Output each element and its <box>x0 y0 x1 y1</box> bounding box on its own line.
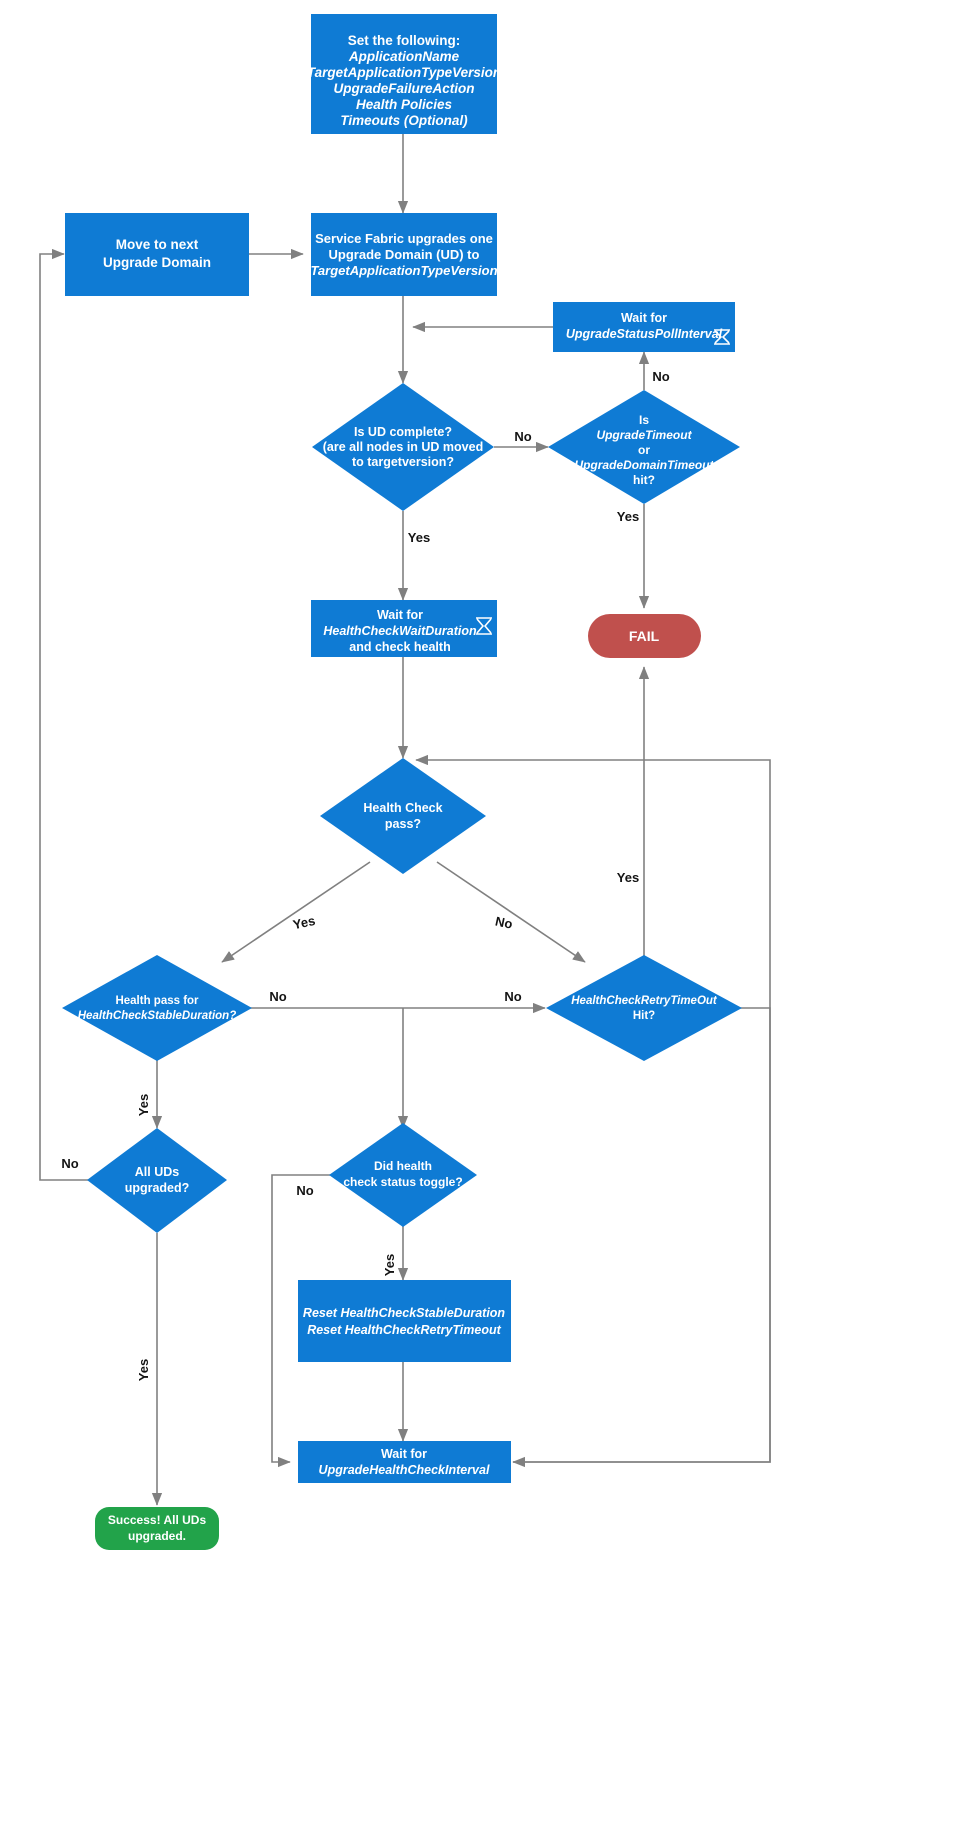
node-move-next-ud[interactable]: Move to next Upgrade Domain <box>65 213 249 296</box>
label-stable-yes: Yes <box>136 1094 151 1116</box>
wait-health-check-line-2: and check health <box>349 640 450 654</box>
node-is-ud-complete[interactable]: Is UD complete? (are all nodes in UD mov… <box>312 383 494 511</box>
did-health-toggle-line-0: Did health <box>374 1159 432 1173</box>
reset-timers-line-1: Reset HealthCheckRetryTimeout <box>307 1323 501 1337</box>
success-line-1: upgraded. <box>128 1529 186 1543</box>
health-check-pass-line-0: Health Check <box>363 801 442 815</box>
label-retry-no: No <box>504 989 521 1004</box>
wait-upgrade-interval-line-1: UpgradeHealthCheckInterval <box>319 1463 490 1477</box>
is-timeout-hit-shape[interactable] <box>548 390 740 504</box>
fail-shape[interactable] <box>588 614 701 658</box>
is-timeout-hit-line-2: or <box>638 443 650 457</box>
edge-labels: No Yes No Yes Yes No No No Yes Yes No Ye… <box>61 369 669 1381</box>
fail-label: FAIL <box>629 628 660 644</box>
move-next-ud-shape[interactable] <box>65 213 249 296</box>
is-ud-complete-shape[interactable] <box>312 383 494 511</box>
node-wait-upgrade-health-check-interval[interactable]: Wait for UpgradeHealthCheckInterval <box>298 1441 511 1483</box>
edge-waitinterval-loop-to-hcpass <box>415 754 771 1463</box>
hourglass-icon <box>714 329 730 345</box>
move-next-ud-line-0: Move to next <box>116 237 199 252</box>
node-all-uds-upgraded[interactable]: All UDs upgraded? <box>87 1128 227 1233</box>
sf-upgrades-ud-line-1: Upgrade Domain (UD) to <box>329 247 480 262</box>
node-health-check-pass[interactable]: Health Check pass? <box>320 758 486 874</box>
node-fail[interactable]: FAIL <box>588 614 701 658</box>
wait-upgrade-interval-line-0: Wait for <box>381 1447 427 1461</box>
health-pass-stable-line-1: HealthCheckStableDuration? <box>78 1010 236 1022</box>
node-did-health-toggle[interactable]: Did health check status toggle? <box>329 1123 477 1227</box>
node-reset-timers[interactable]: Reset HealthCheckStableDuration Reset He… <box>298 1280 511 1362</box>
set-parameters-line-3: UpgradeFailureAction <box>333 81 474 96</box>
health-check-retry-shape[interactable] <box>546 955 742 1061</box>
did-health-toggle-shape[interactable] <box>329 1123 477 1227</box>
is-ud-complete-line-1: (are all nodes in UD moved <box>323 440 483 454</box>
label-toggle-yes: Yes <box>382 1254 397 1276</box>
success-line-0: Success! All UDs <box>108 1513 207 1527</box>
wait-poll-interval-shape[interactable] <box>553 302 735 352</box>
did-health-toggle-line-1: check status toggle? <box>343 1175 462 1189</box>
node-wait-health-check-wait-duration[interactable]: Wait for HealthCheckWaitDuration and che… <box>311 600 497 657</box>
edge-toggle-no-to-waitinterval <box>271 1174 330 1468</box>
is-timeout-hit-line-4: hit? <box>633 473 655 487</box>
edge-retry-no-to-waitinterval <box>512 1007 771 1468</box>
reset-timers-shape[interactable] <box>298 1280 511 1362</box>
edge-allud-no-to-movenext <box>39 248 88 1181</box>
wait-poll-interval-line-1: UpgradeStatusPollInterval <box>566 327 723 341</box>
wait-health-check-shape[interactable] <box>311 600 497 657</box>
edge-hcpass-no <box>436 861 586 963</box>
label-timeout-no: No <box>652 369 669 384</box>
node-health-pass-stable-duration[interactable]: Health pass for HealthCheckStableDuratio… <box>62 955 252 1061</box>
is-timeout-hit-line-3: UpgradeDomainTimeout <box>574 458 714 472</box>
label-stable-no: No <box>269 989 286 1004</box>
all-uds-upgraded-shape[interactable] <box>87 1128 227 1233</box>
set-parameters-shape[interactable] <box>311 14 497 134</box>
label-hcpass-yes: Yes <box>292 913 317 932</box>
is-ud-complete-line-0: Is UD complete? <box>354 425 452 439</box>
all-uds-upgraded-line-0: All UDs <box>135 1165 180 1179</box>
set-parameters-line-1: ApplicationName <box>348 49 460 64</box>
sf-upgrades-ud-shape[interactable] <box>311 213 497 296</box>
all-uds-upgraded-line-1: upgraded? <box>125 1181 190 1195</box>
success-shape[interactable] <box>95 1507 219 1550</box>
edge-hcpass-yes <box>221 861 371 963</box>
is-timeout-hit-line-1: UpgradeTimeout <box>596 428 692 442</box>
is-ud-complete-line-2: to targetversion? <box>352 455 454 469</box>
is-timeout-hit-line-0: Is <box>639 413 649 427</box>
set-parameters-line-4: Health Policies <box>356 97 453 112</box>
label-timeout-yes: Yes <box>617 509 639 524</box>
node-is-timeout-hit[interactable]: Is UpgradeTimeout or UpgradeDomainTimeou… <box>548 390 740 504</box>
label-udcomplete-yes: Yes <box>408 530 430 545</box>
health-check-retry-line-1: Hit? <box>633 1010 655 1022</box>
sf-upgrades-ud-line-2: TargetApplicationTypeVersion <box>310 263 497 278</box>
wait-health-check-line-1: HealthCheckWaitDuration <box>323 624 477 638</box>
health-pass-stable-shape[interactable] <box>62 955 252 1061</box>
node-wait-poll-interval[interactable]: Wait for UpgradeStatusPollInterval <box>553 302 735 352</box>
wait-poll-interval-line-0: Wait for <box>621 311 667 325</box>
sf-upgrades-ud-line-0: Service Fabric upgrades one <box>315 231 493 246</box>
move-next-ud-line-1: Upgrade Domain <box>103 255 211 270</box>
node-health-check-retry-timeout[interactable]: HealthCheckRetryTimeOut Hit? <box>546 955 742 1061</box>
label-toggle-no: No <box>296 1183 313 1198</box>
set-parameters-line-2: TargetApplicationTypeVersion <box>307 65 501 80</box>
wait-health-check-line-0: Wait for <box>377 608 423 622</box>
health-pass-stable-line-0: Health pass for <box>115 995 199 1007</box>
hourglass-icon <box>476 617 492 635</box>
set-parameters-line-5: Timeouts (Optional) <box>340 113 468 128</box>
node-set-parameters[interactable]: Set the following: ApplicationName Targe… <box>307 14 501 134</box>
wait-upgrade-interval-shape[interactable] <box>298 1441 511 1483</box>
connectors <box>39 134 771 1506</box>
label-alluds-yes: Yes <box>136 1359 151 1381</box>
label-hcpass-no: No <box>494 913 514 931</box>
label-retry-yes: Yes <box>617 870 639 885</box>
node-sf-upgrades-ud[interactable]: Service Fabric upgrades one Upgrade Doma… <box>310 213 498 296</box>
reset-timers-line-0: Reset HealthCheckStableDuration <box>303 1306 506 1320</box>
label-udcomplete-no: No <box>514 429 531 444</box>
health-check-pass-line-1: pass? <box>385 817 421 831</box>
health-check-retry-line-0: HealthCheckRetryTimeOut <box>571 995 718 1007</box>
set-parameters-line-0: Set the following: <box>348 33 461 48</box>
label-alluds-no: No <box>61 1156 78 1171</box>
health-check-pass-shape[interactable] <box>320 758 486 874</box>
node-success[interactable]: Success! All UDs upgraded. <box>95 1507 219 1550</box>
